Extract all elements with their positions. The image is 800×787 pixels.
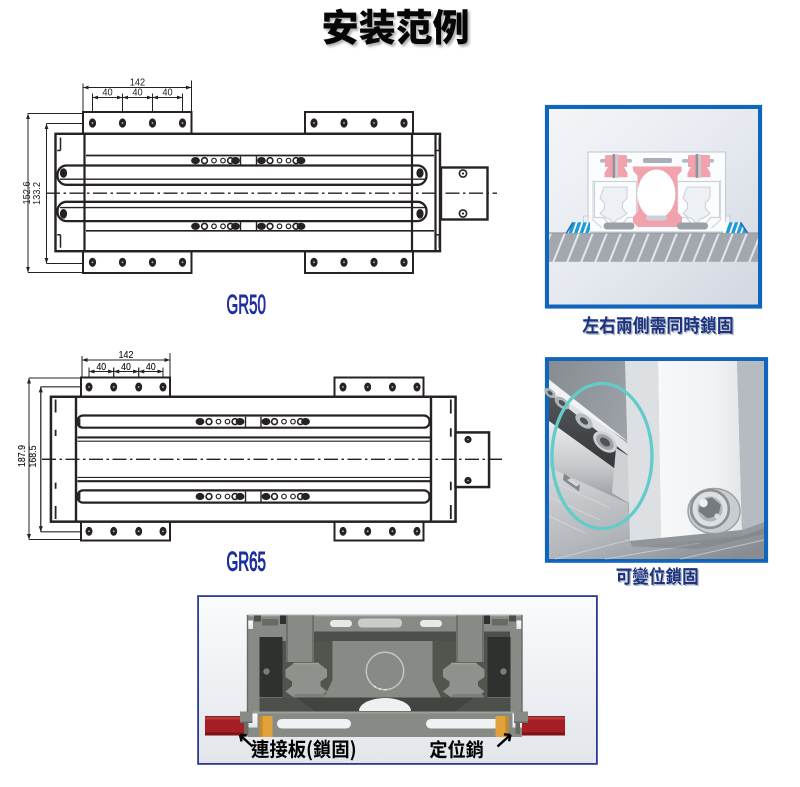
svg-text:133.2: 133.2: [32, 182, 44, 205]
svg-text:142: 142: [119, 348, 134, 360]
svg-text:40: 40: [162, 87, 173, 99]
svg-text:40: 40: [96, 360, 106, 372]
svg-text:GR50: GR50: [227, 289, 266, 320]
svg-text:168.5: 168.5: [26, 446, 38, 468]
svg-text:187.9: 187.9: [15, 445, 27, 467]
svg-text:40: 40: [132, 87, 143, 99]
svg-text:142: 142: [119, 348, 134, 360]
svg-text:152.6: 152.6: [22, 181, 34, 205]
svg-text:GR65: GR65: [227, 546, 266, 577]
svg-text:40: 40: [121, 360, 131, 372]
svg-text:40: 40: [146, 360, 156, 372]
svg-text:40: 40: [121, 360, 131, 372]
svg-text:40: 40: [146, 360, 156, 372]
svg-text:GR65: GR65: [227, 546, 266, 577]
svg-text:142: 142: [130, 77, 145, 89]
svg-text:168.5: 168.5: [26, 446, 38, 468]
svg-text:187.9: 187.9: [15, 445, 27, 467]
svg-text:40: 40: [102, 87, 113, 99]
svg-text:40: 40: [96, 360, 106, 372]
